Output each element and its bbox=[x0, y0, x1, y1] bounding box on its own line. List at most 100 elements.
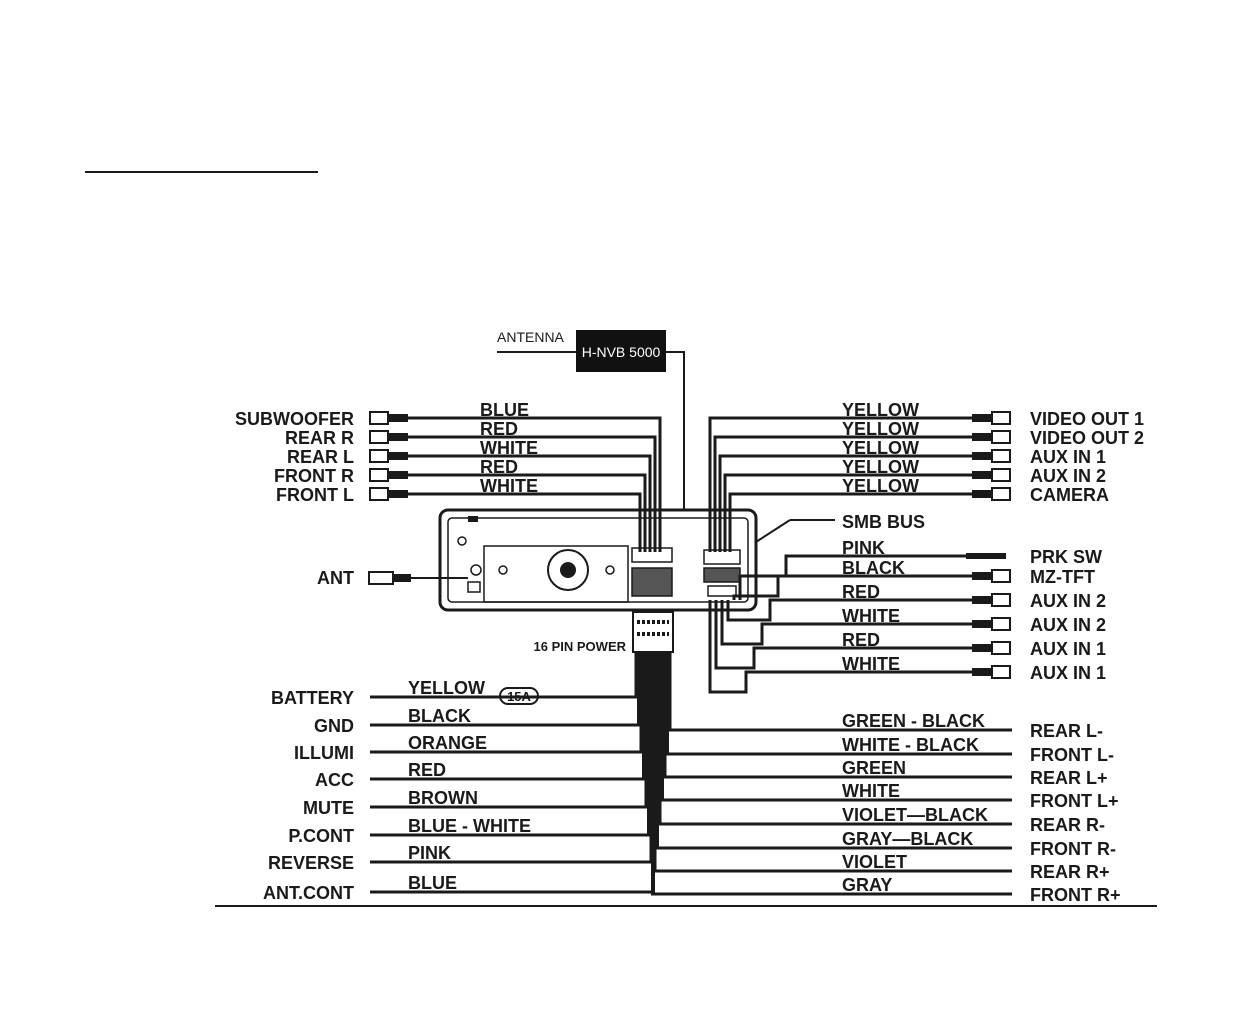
speaker-right-color: GRAY—BLACK bbox=[842, 829, 973, 849]
power-left-wire bbox=[370, 652, 640, 727]
rca-right-mid-color: BLACK bbox=[842, 558, 905, 578]
rca-plug-icon bbox=[991, 449, 1011, 463]
rca-right-top-wire bbox=[708, 416, 972, 552]
rca-right-mid-5: WHITE AUX IN 1 bbox=[708, 600, 1106, 694]
head-unit bbox=[438, 508, 758, 612]
power-left-name: REVERSE bbox=[268, 853, 354, 873]
rca-plug-icon bbox=[991, 487, 1011, 501]
ant-label: ANT bbox=[317, 568, 354, 588]
power-left-name: BATTERY bbox=[271, 688, 354, 708]
rca-right-top-color: YELLOW bbox=[842, 457, 919, 477]
power-connector-label: 16 PIN POWER bbox=[534, 639, 627, 654]
speaker-right-name: FRONT L+ bbox=[1030, 791, 1119, 811]
rca-left-wire bbox=[408, 416, 662, 552]
power-left-color: RED bbox=[408, 760, 446, 780]
rca-right-mid-name: AUX IN 2 bbox=[1030, 591, 1106, 611]
rca-left-4: FRONT L WHITE bbox=[276, 476, 642, 552]
rca-right-top-wire bbox=[718, 454, 972, 552]
rca-plug-icon bbox=[991, 593, 1011, 607]
rca-left-color: BLUE bbox=[480, 400, 529, 420]
rca-left-name: FRONT L bbox=[276, 485, 354, 505]
speaker-right-color: WHITE - BLACK bbox=[842, 735, 979, 755]
power-left-color: BLUE - WHITE bbox=[408, 816, 531, 836]
rca-plug-icon bbox=[991, 468, 1011, 482]
rca-left-name: REAR R bbox=[285, 428, 354, 448]
speaker-right-color: VIOLET bbox=[842, 852, 907, 872]
rca-right-mid-wire bbox=[708, 600, 972, 694]
rca-plug-icon bbox=[369, 487, 389, 501]
rca-right-mid-name: AUX IN 1 bbox=[1030, 639, 1106, 659]
power-left-0: BATTERY YELLOW bbox=[271, 652, 638, 708]
power-left-wire bbox=[370, 652, 645, 781]
rca-left-wire bbox=[408, 492, 642, 552]
spade-icon bbox=[966, 553, 1006, 559]
rca-right-top-name: AUX IN 1 bbox=[1030, 447, 1106, 467]
rca-left-wire bbox=[408, 435, 657, 552]
power-socket bbox=[631, 567, 673, 597]
rca-right-mid-wire bbox=[726, 598, 972, 622]
speaker-right-wire bbox=[656, 652, 1012, 850]
power-left-name: ANT.CONT bbox=[263, 883, 354, 903]
rca-right-top-name: VIDEO OUT 1 bbox=[1030, 409, 1144, 429]
power-left-color: BROWN bbox=[408, 788, 478, 808]
power-left-4: MUTE BROWN bbox=[303, 652, 648, 818]
rca-plug-icon bbox=[991, 617, 1011, 631]
rca-right-mid-wire bbox=[720, 600, 972, 646]
rca-left-1: REAR R RED bbox=[285, 419, 657, 552]
rca-right-top-name: VIDEO OUT 2 bbox=[1030, 428, 1144, 448]
rca-plug-icon bbox=[369, 411, 389, 425]
rca-plug-icon bbox=[369, 468, 389, 482]
power-left-wire bbox=[370, 652, 643, 754]
power-left-name: GND bbox=[314, 716, 354, 736]
smb-bus-label: SMB BUS bbox=[842, 512, 925, 532]
speaker-right-name: REAR R- bbox=[1030, 815, 1105, 835]
rca-right-top-color: YELLOW bbox=[842, 419, 919, 439]
rca-plug-icon bbox=[369, 430, 389, 444]
power-left-color: ORANGE bbox=[408, 733, 487, 753]
power-left-wire bbox=[370, 652, 638, 699]
rca-right-top-wire bbox=[713, 435, 972, 552]
rca-left-color: WHITE bbox=[480, 476, 538, 496]
power-left-name: P.CONT bbox=[288, 826, 354, 846]
power-left-color: BLACK bbox=[408, 706, 471, 726]
rca-right-top-color: YELLOW bbox=[842, 476, 919, 496]
power-left-name: MUTE bbox=[303, 798, 354, 818]
rca-plug-icon bbox=[991, 430, 1011, 444]
rca-right-top-color: YELLOW bbox=[842, 400, 919, 420]
smb-bus-leader bbox=[755, 519, 791, 543]
rca-left-name: REAR L bbox=[287, 447, 354, 467]
ant-plug-icon bbox=[368, 571, 394, 585]
speaker-right-name: REAR L- bbox=[1030, 721, 1103, 741]
speaker-right-wire bbox=[651, 652, 1012, 896]
power-left-name: ACC bbox=[315, 770, 354, 790]
rca-right-mid-color: WHITE bbox=[842, 606, 900, 626]
rca-left-color: RED bbox=[480, 457, 518, 477]
power-left-5: P.CONT BLUE - WHITE bbox=[288, 652, 650, 846]
speaker-right-name: REAR R+ bbox=[1030, 862, 1110, 882]
rca-left-color: RED bbox=[480, 419, 518, 439]
speaker-right-wire bbox=[663, 652, 1012, 779]
rca-plug-icon bbox=[991, 665, 1011, 679]
power-left-3: ACC RED bbox=[315, 652, 645, 790]
power-left-color: YELLOW bbox=[408, 678, 485, 698]
rca-plug-icon bbox=[991, 569, 1011, 583]
rca-right-mid-wire bbox=[732, 574, 972, 600]
power-left-wire bbox=[370, 652, 648, 809]
rca-right-mid-color: RED bbox=[842, 630, 880, 650]
